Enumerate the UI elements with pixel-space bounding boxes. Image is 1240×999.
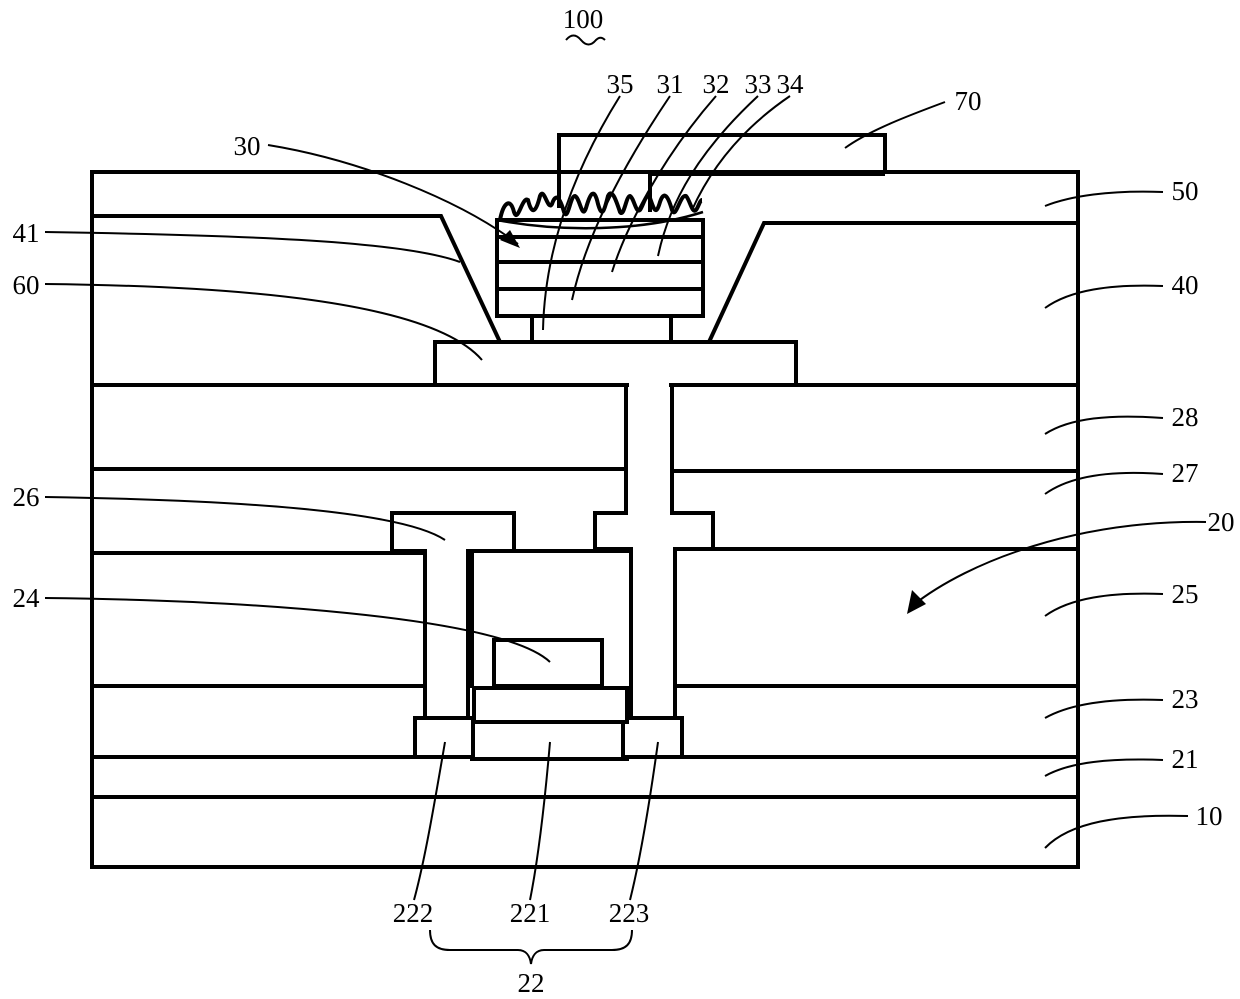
brace-22 (430, 930, 632, 964)
label-21: 21 (1172, 744, 1199, 774)
leader-25 (1045, 594, 1163, 616)
label-223: 223 (609, 898, 650, 928)
label-34: 34 (777, 69, 805, 99)
layer-33 (497, 237, 703, 262)
label-222: 222 (393, 898, 434, 928)
label-23: 23 (1172, 684, 1199, 714)
leader-223 (630, 742, 658, 900)
leader-30 (268, 145, 518, 244)
label-31: 31 (657, 69, 684, 99)
leader-50 (1045, 192, 1163, 206)
anode-60 (435, 342, 796, 385)
label-35: 35 (607, 69, 634, 99)
leader-70 (845, 102, 945, 148)
leader-221 (530, 742, 550, 900)
layer-32 (497, 262, 703, 289)
figure-label-squiggle (566, 36, 605, 45)
label-24: 24 (13, 583, 41, 613)
gate-insulator (474, 688, 627, 722)
leader-24 (45, 598, 550, 662)
leader-28 (1045, 417, 1163, 434)
wire-70-drop (650, 174, 885, 212)
layer-31 (497, 289, 703, 316)
label-30: 30 (234, 131, 261, 161)
leader-26 (45, 497, 445, 540)
label-26: 26 (13, 482, 40, 512)
leader-222 (414, 742, 445, 900)
label-40: 40 (1172, 270, 1199, 300)
leader-10 (1045, 816, 1188, 848)
label-25: 25 (1172, 579, 1199, 609)
label-70: 70 (955, 86, 982, 116)
label-10: 10 (1196, 801, 1223, 831)
label-20: 20 (1208, 507, 1235, 537)
layer-40-right-edge (709, 223, 1078, 342)
label-221: 221 (510, 898, 551, 928)
leader-20-arrow (907, 590, 926, 614)
figure-label: 100 (563, 4, 604, 34)
leader-60 (45, 284, 482, 360)
leader-41 (45, 232, 460, 262)
leader-21 (1045, 760, 1163, 776)
leader-40 (1045, 286, 1163, 308)
leader-23 (1045, 700, 1163, 718)
label-22: 22 (518, 968, 545, 998)
label-28: 28 (1172, 402, 1199, 432)
gate-electrode-24 (494, 640, 602, 686)
label-50: 50 (1172, 176, 1199, 206)
layer-35 (532, 316, 671, 342)
leader-27 (1045, 473, 1163, 494)
label-32: 32 (703, 69, 730, 99)
label-27: 27 (1172, 458, 1199, 488)
label-60: 60 (13, 270, 40, 300)
drain-region-223 (623, 718, 682, 757)
label-33: 33 (745, 69, 772, 99)
label-41: 41 (13, 218, 40, 248)
